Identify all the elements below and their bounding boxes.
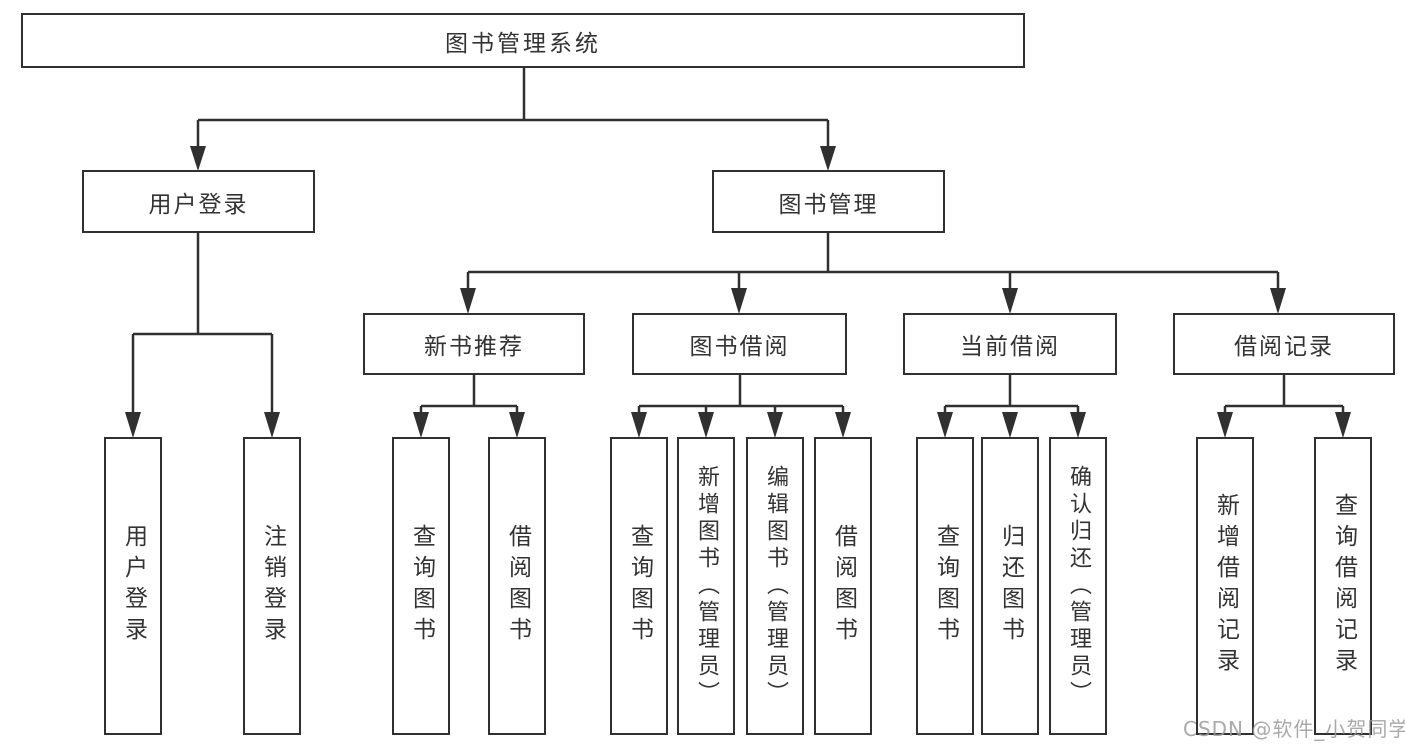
- leaf-br-query-record-label: 查询借阅记录: [1330, 493, 1357, 679]
- node-book-management-label: 图书管理: [778, 191, 879, 218]
- node-borrow-records: 借阅记录: [1173, 313, 1395, 375]
- node-book-borrow: 图书借阅: [632, 313, 847, 375]
- connector-bookborrow-to-leaves: [637, 375, 845, 414]
- arrow-down-icon: [835, 412, 851, 438]
- leaf-bb-add-books-label: 新增图书（管理员）: [694, 464, 719, 708]
- arrow-down-icon: [731, 288, 747, 314]
- leaf-br-add-record: 新增借阅记录: [1196, 437, 1254, 735]
- arrow-down-icon: [698, 412, 714, 438]
- leaf-br-query-record: 查询借阅记录: [1314, 437, 1372, 735]
- leaf-nb-query-books-label: 查询图书: [408, 524, 435, 648]
- connector-currentborrow-to-leaves: [943, 375, 1080, 414]
- node-root: 图书管理系统: [21, 13, 1025, 68]
- leaf-nb-borrow-books: 借阅图书: [488, 437, 546, 735]
- arrow-down-icon: [767, 412, 783, 438]
- leaf-cb-query-books-label: 查询图书: [932, 524, 959, 648]
- arrow-down-icon: [1002, 412, 1018, 438]
- leaf-cb-query-books: 查询图书: [916, 437, 974, 735]
- arrow-down-icon: [1217, 412, 1233, 438]
- node-new-book-recommend: 新书推荐: [363, 313, 585, 375]
- arrow-down-icon: [190, 146, 206, 171]
- arrow-down-icon: [1002, 288, 1018, 314]
- node-user-login-label: 用户登录: [148, 191, 249, 218]
- arrow-down-icon: [125, 412, 141, 438]
- arrow-down-icon: [460, 288, 476, 314]
- leaf-user-login: 用户登录: [104, 437, 162, 735]
- leaf-cb-return-books-label: 归还图书: [997, 524, 1024, 648]
- arrow-down-icon: [413, 412, 429, 438]
- connector-userlogin-to-leaves: [131, 233, 274, 414]
- node-new-book-recommend-label: 新书推荐: [424, 334, 524, 360]
- leaf-nb-query-books: 查询图书: [392, 437, 450, 735]
- connector-records-to-leaves: [1223, 375, 1345, 414]
- leaf-logout-label: 注销登录: [259, 524, 286, 648]
- leaf-logout: 注销登录: [243, 437, 301, 735]
- node-current-borrow: 当前借阅: [903, 313, 1117, 375]
- leaf-bb-borrow-books-label: 借阅图书: [830, 524, 857, 648]
- leaf-nb-borrow-books-label: 借阅图书: [504, 524, 531, 648]
- csdn-watermark: CSDN @软件_小贺同学: [1183, 717, 1405, 741]
- node-book-borrow-label: 图书借阅: [689, 334, 790, 360]
- arrow-down-icon: [1270, 288, 1286, 314]
- leaf-bb-edit-books: 编辑图书（管理员）: [746, 437, 804, 735]
- arrow-down-icon: [1335, 412, 1351, 438]
- leaf-bb-borrow-books: 借阅图书: [814, 437, 872, 735]
- leaf-user-login-label: 用户登录: [120, 524, 147, 648]
- node-user-login: 用户登录: [82, 170, 315, 233]
- node-book-management: 图书管理: [712, 170, 945, 233]
- connector-bookmgmt-to-level3: [466, 233, 1280, 290]
- arrow-down-icon: [631, 412, 647, 438]
- arrow-down-icon: [509, 412, 525, 438]
- leaf-cb-confirm-return-label: 确认归还（管理员）: [1066, 464, 1091, 708]
- arrowheads: [125, 146, 1351, 438]
- arrow-down-icon: [264, 412, 280, 438]
- leaf-bb-add-books: 新增图书（管理员）: [677, 437, 735, 735]
- leaf-cb-confirm-return: 确认归还（管理员）: [1049, 437, 1107, 735]
- connector-newbook-to-leaves: [419, 375, 519, 414]
- arrow-down-icon: [1070, 412, 1086, 438]
- leaf-bb-query-books: 查询图书: [610, 437, 668, 735]
- node-root-label: 图书管理系统: [445, 30, 601, 57]
- arrow-down-icon: [820, 146, 836, 171]
- leaf-bb-edit-books-label: 编辑图书（管理员）: [763, 464, 788, 708]
- node-borrow-records-label: 借阅记录: [1234, 334, 1334, 360]
- leaf-cb-return-books: 归还图书: [981, 437, 1039, 735]
- arrow-down-icon: [937, 412, 953, 438]
- connector-root-to-level2: [196, 68, 830, 148]
- node-current-borrow-label: 当前借阅: [960, 334, 1060, 360]
- leaf-bb-query-books-label: 查询图书: [626, 524, 653, 648]
- leaf-br-add-record-label: 新增借阅记录: [1212, 493, 1239, 679]
